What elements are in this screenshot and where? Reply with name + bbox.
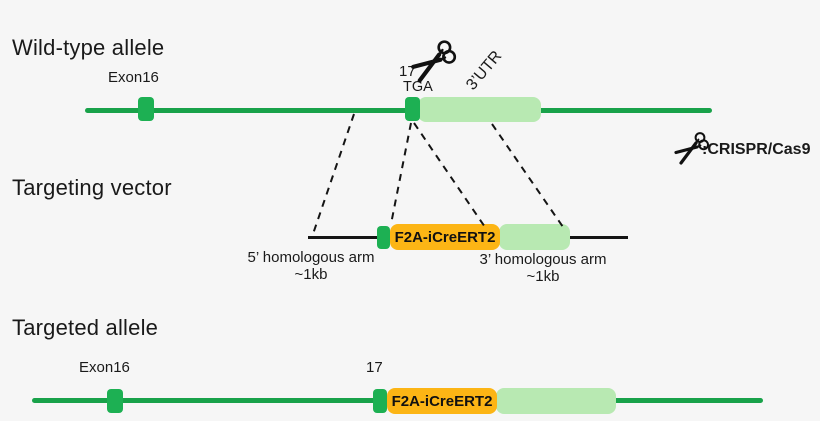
cut-site-scissors-icon: [408, 35, 460, 87]
targeting-vector-title: Targeting vector: [12, 175, 172, 200]
vector-exon17-box: [377, 226, 390, 249]
targeted-allele-title: Targeted allele: [12, 315, 159, 340]
stop-codon-label: TGA: [403, 79, 433, 95]
arm5-label: 5’ homologous arm: [247, 249, 375, 266]
targeted-exon16-box: [107, 389, 123, 413]
utr3-box: [418, 97, 541, 122]
exon17-label: 17: [399, 63, 416, 80]
targeted-cassette-box: F2A-iCreERT2: [387, 388, 497, 414]
exon16-box: [138, 97, 154, 121]
targeted-exon17-label: 17: [366, 359, 383, 376]
arm3-size-label: ~1kb: [526, 268, 560, 285]
targeted-exon16-label: Exon16: [79, 359, 130, 376]
utr3-label: 3’UTR: [463, 47, 506, 94]
arm5-size-label: ~1kb: [294, 266, 328, 283]
dash-line-5arm-right: [390, 122, 412, 225]
arm3-label: 3’ homologous arm: [479, 251, 607, 268]
exon16-label: Exon16: [108, 69, 159, 86]
scissors-icon: [672, 128, 712, 168]
targeted-utr3-box: [496, 388, 616, 414]
vector-3arm-box: [499, 224, 570, 250]
legend-label: :CRISPR/Cas9: [702, 141, 811, 158]
dash-line-5arm-left: [312, 113, 355, 235]
dash-line-3arm-right: [491, 123, 564, 228]
dash-line-3arm-left: [413, 122, 488, 231]
targeted-exon17-box: [373, 389, 387, 413]
exon17-box: [405, 97, 420, 121]
vector-cassette-box: F2A-iCreERT2: [390, 224, 500, 250]
wild-type-chromosome-line: [85, 108, 712, 113]
wild-type-title: Wild-type allele: [12, 35, 165, 60]
